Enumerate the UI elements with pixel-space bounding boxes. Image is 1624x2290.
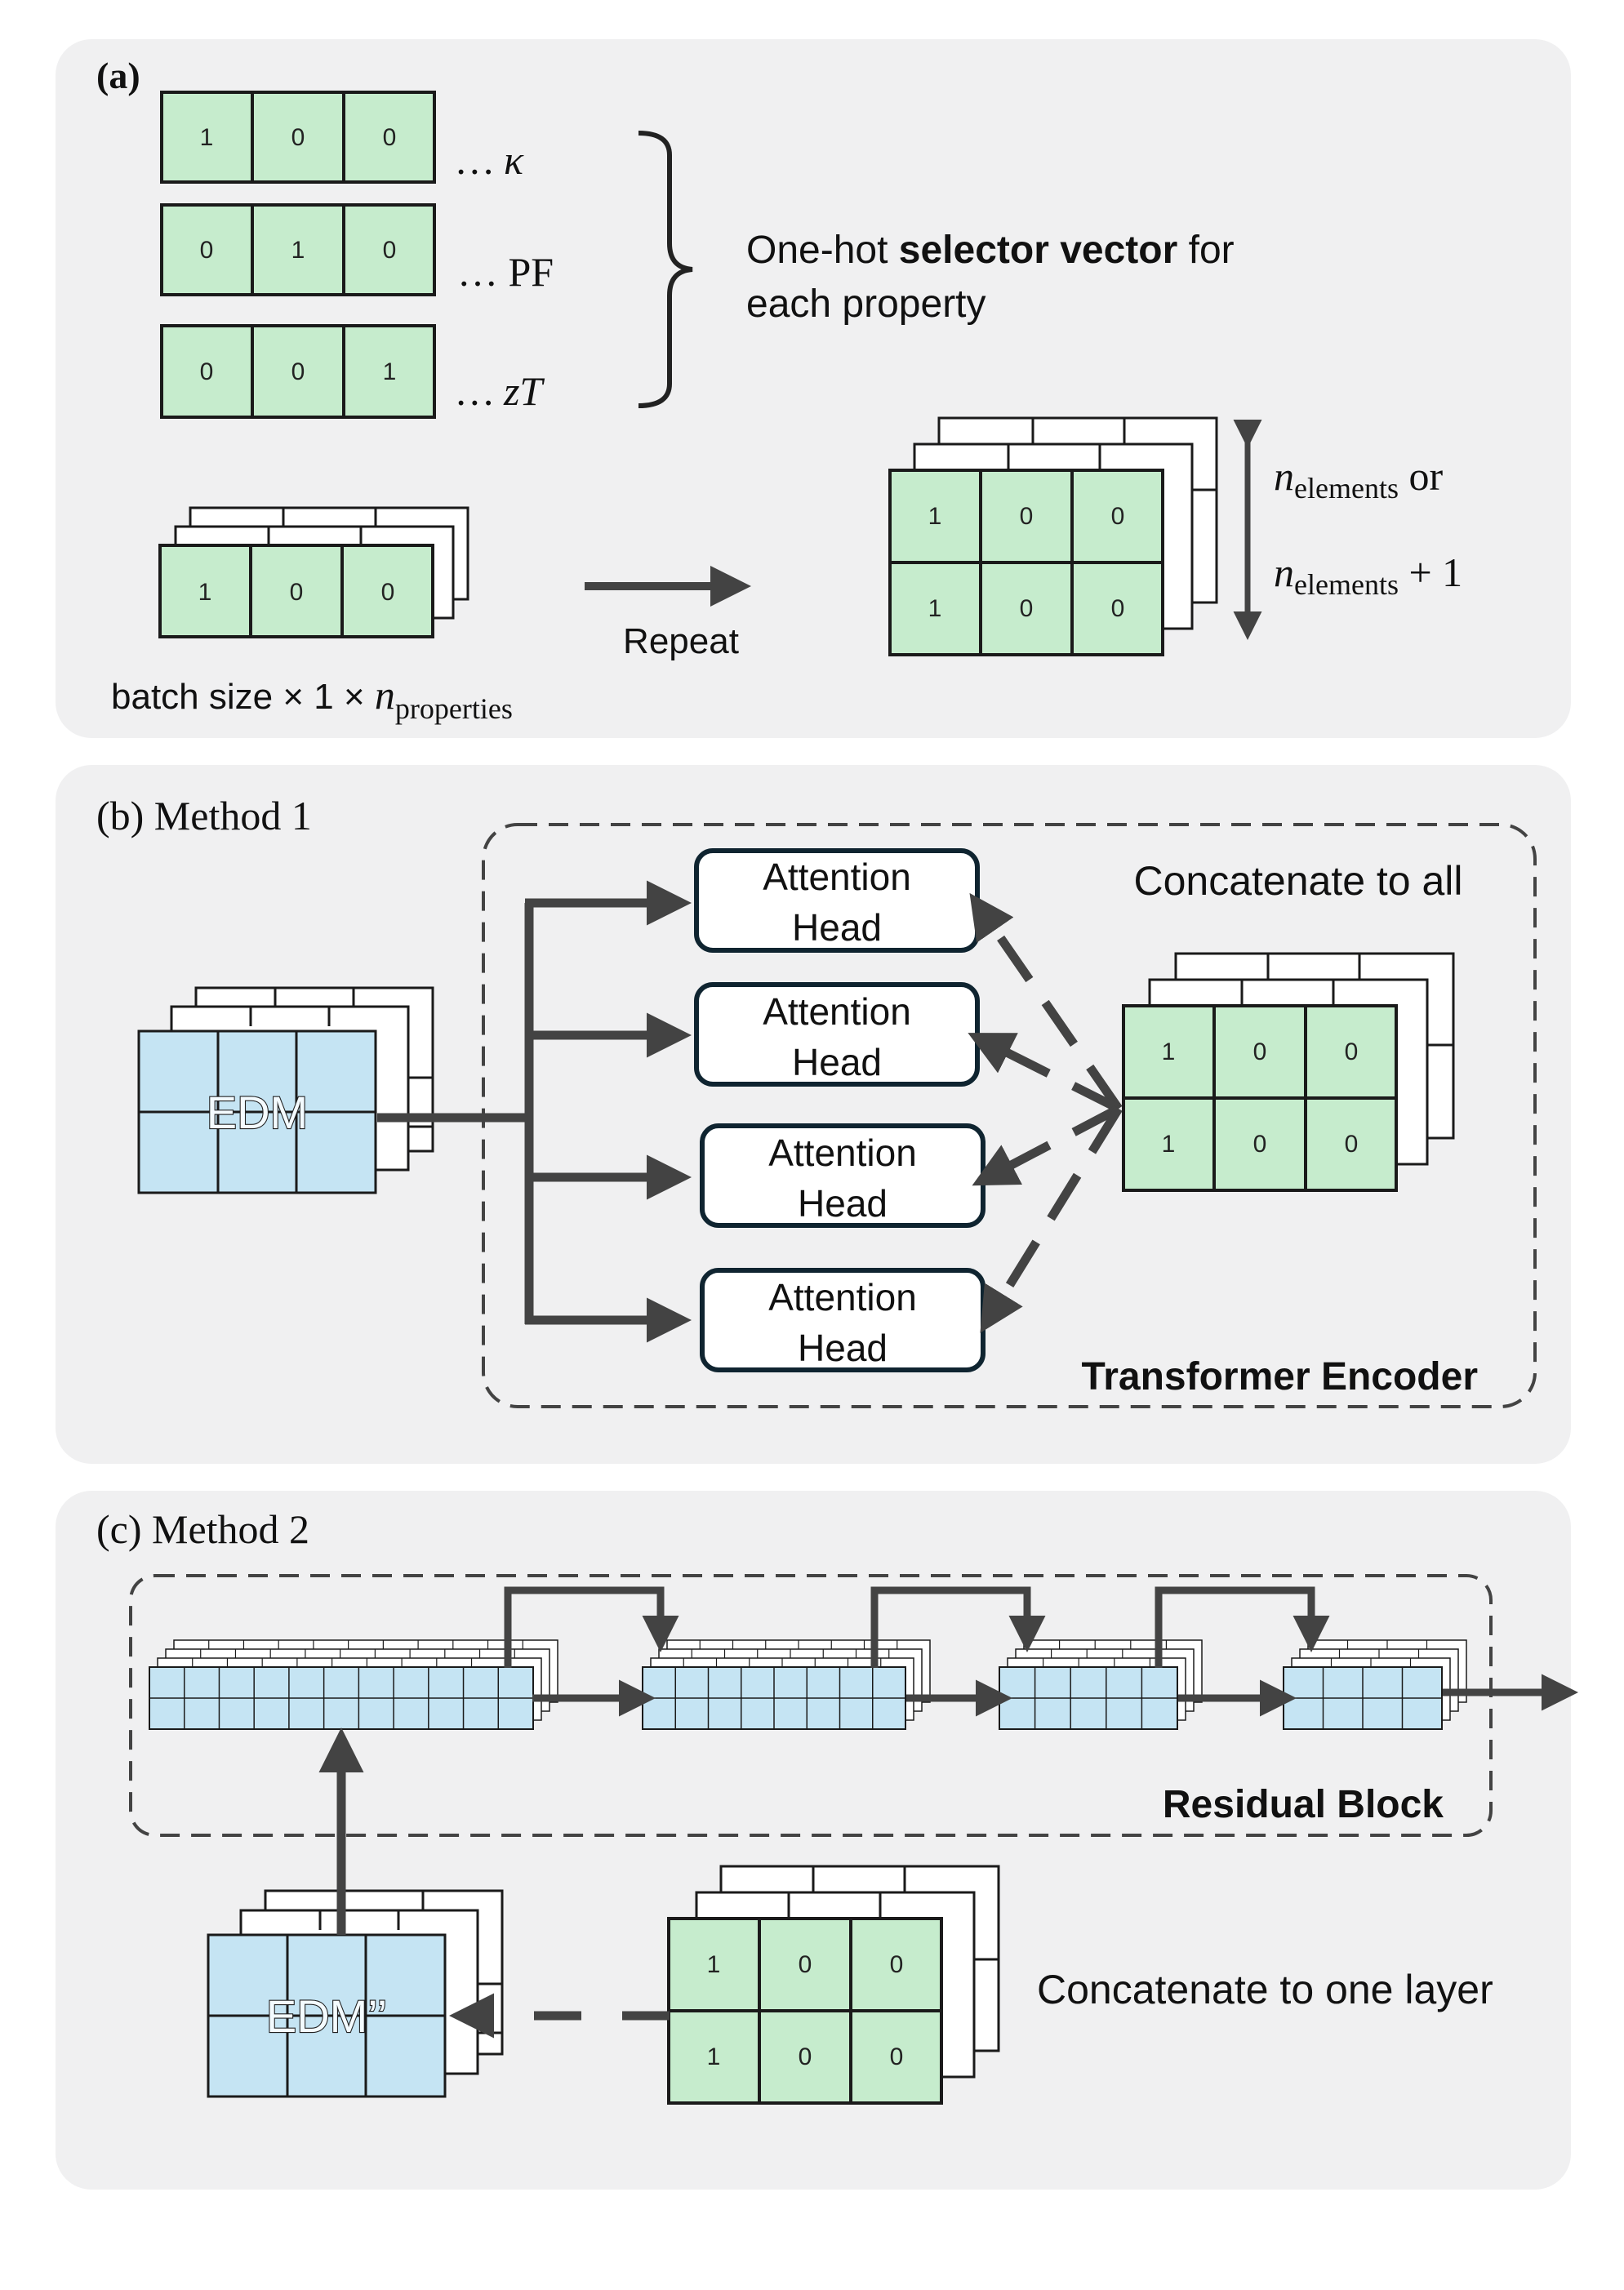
- residual-layer-4: [1283, 1639, 1467, 1730]
- property-label-kappa: … κ: [457, 137, 524, 183]
- attention-head-label: Attention: [768, 1276, 917, 1318]
- cell-value: 1: [707, 2043, 721, 2070]
- cell-value: 1: [291, 237, 305, 264]
- cell-value: 0: [799, 1951, 812, 1978]
- residual-arrows: [504, 1586, 1578, 1717]
- selector-matrix-stack: 1 0 0 1 0 0: [1122, 952, 1455, 1192]
- transformer-encoder-label: Transformer Encoder: [1082, 1355, 1478, 1398]
- branch-arrows: [377, 880, 692, 1343]
- cell-value: 0: [383, 237, 397, 264]
- cell-value: 1: [928, 595, 942, 622]
- cell-value: 0: [383, 124, 397, 151]
- cell-value: 0: [890, 1951, 904, 1978]
- attention-head-label: Head: [792, 1041, 882, 1083]
- panel-b-label: (b) Method 1: [96, 793, 312, 838]
- residual-layer-3: [999, 1639, 1203, 1730]
- repeated-matrix-stack: 1 0 0 1 0 0: [888, 416, 1218, 656]
- selector-vector-zt: 0 0 1: [160, 324, 436, 419]
- repeat-label: Repeat: [623, 621, 739, 661]
- selector-annotation-line2: each property: [746, 282, 986, 326]
- residual-block-layers: [149, 1639, 1467, 1730]
- cell-value: 0: [1111, 595, 1125, 622]
- panel-c-label: (c) Method 2: [96, 1506, 309, 1552]
- attention-head-4: Attention Head: [700, 1268, 986, 1372]
- attention-head-label: Attention: [763, 856, 911, 898]
- batch-size-label: batch size × 1 × nproperties: [111, 672, 513, 725]
- dimension-label-line2: nelements + 1: [1274, 549, 1462, 601]
- residual-layer-1: [149, 1639, 558, 1730]
- selector-matrix-stack-c: 1 0 0 1 0 0: [667, 1865, 1000, 2105]
- cell-value: 1: [1162, 1038, 1176, 1065]
- cell-value: 0: [291, 124, 305, 151]
- concatenate-to-one-layer-label: Concatenate to one layer: [1037, 1967, 1493, 2012]
- attention-head-label: Attention: [763, 990, 911, 1033]
- cell-value: 0: [1253, 1131, 1267, 1158]
- attention-head-1: Attention Head: [694, 848, 980, 953]
- residual-block-label: Residual Block: [1163, 1783, 1444, 1826]
- cell-value: 0: [799, 2043, 812, 2070]
- cell-value: 0: [1020, 595, 1034, 622]
- cell-value: 0: [1345, 1038, 1359, 1065]
- cell-value: 0: [890, 2043, 904, 2070]
- selector-vector-pf: 0 1 0: [160, 203, 436, 296]
- cell-value: 0: [200, 237, 214, 264]
- edm-label: EDM: [207, 1087, 308, 1138]
- edm-stack: [137, 986, 434, 1194]
- residual-layer-2: [642, 1639, 931, 1730]
- panel-b-background: [56, 765, 1571, 1464]
- cell-value: 0: [200, 358, 214, 385]
- attention-head-label: Attention: [768, 1132, 917, 1174]
- property-label-zt: … zT: [457, 368, 545, 414]
- selector-annotation: One-hot selector vector for: [746, 229, 1235, 272]
- cell-value: 0: [1253, 1038, 1267, 1065]
- cell-value: 1: [928, 503, 942, 530]
- residual-block-box: [129, 1574, 1493, 1837]
- attention-head-2: Attention Head: [694, 982, 980, 1087]
- concatenate-to-all-label: Concatenate to all: [1133, 858, 1462, 904]
- cell-value: 0: [1345, 1131, 1359, 1158]
- cell-value: 1: [198, 579, 212, 606]
- concat-arrows: [968, 892, 1123, 1333]
- cell-value: 1: [383, 358, 397, 385]
- cell-value: 0: [1020, 503, 1034, 530]
- cell-value: 0: [291, 358, 305, 385]
- property-label-pf: … PF: [457, 249, 554, 295]
- selector-vector-kappa: 1 0 0: [160, 91, 436, 184]
- cell-value: 1: [200, 124, 214, 151]
- cell-value: 0: [381, 579, 395, 606]
- attention-head-label: Head: [798, 1182, 888, 1225]
- dimension-label-line1: nelements or: [1274, 453, 1443, 505]
- attention-head-label: Head: [798, 1327, 888, 1369]
- cell-value: 0: [290, 579, 304, 606]
- edm-double-prime-label: EDM’’: [266, 1990, 387, 2042]
- attention-head-label: Head: [792, 906, 882, 949]
- panel-a-label: (a): [96, 55, 140, 96]
- cell-value: 0: [1111, 503, 1125, 530]
- attention-head-3: Attention Head: [700, 1123, 986, 1228]
- batch-stack: 1 0 0: [158, 506, 469, 638]
- curly-brace-icon: [638, 131, 693, 408]
- cell-value: 1: [707, 1951, 721, 1978]
- cell-value: 1: [1162, 1131, 1176, 1158]
